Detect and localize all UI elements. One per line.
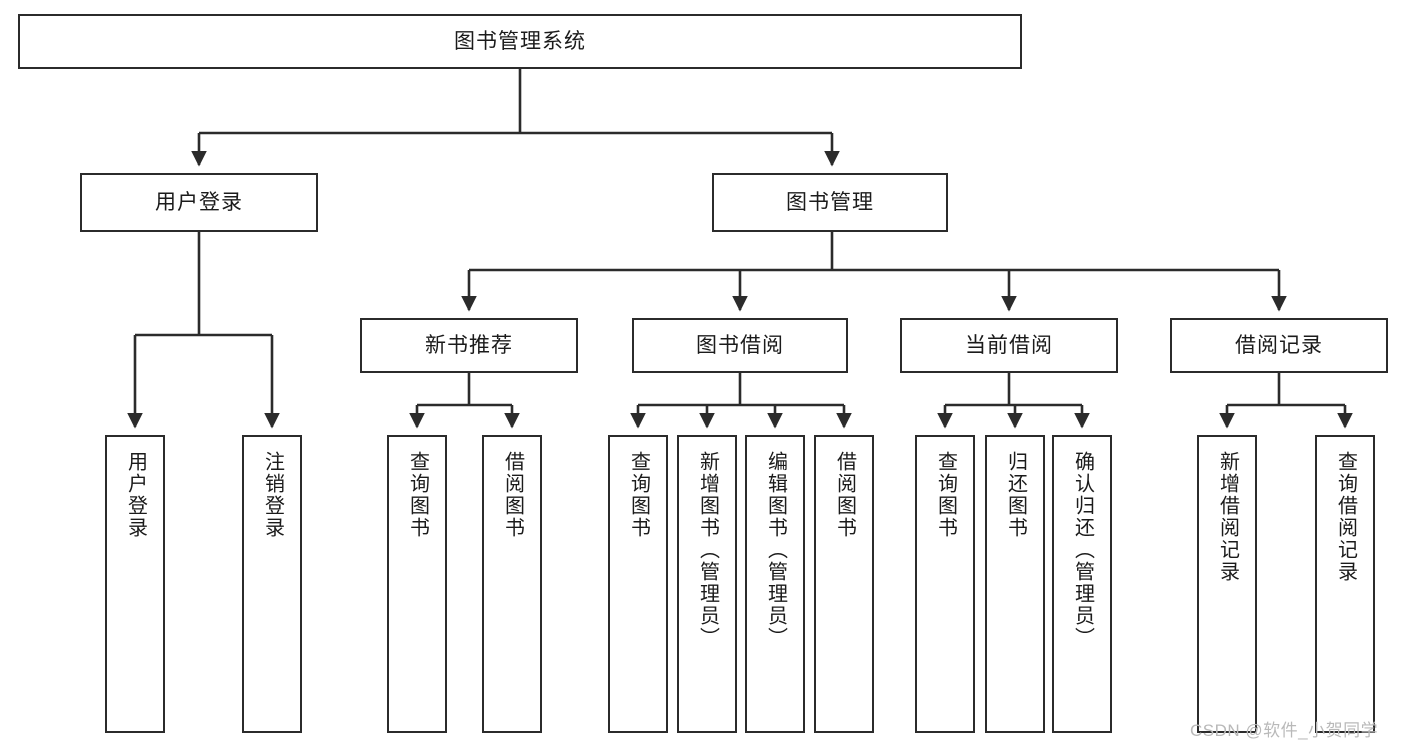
leaf-confirm-return-admin-label: 确认归还（管理员） [1071, 451, 1094, 649]
node-current-borrow-label: 当前借阅 [965, 333, 1053, 357]
leaf-add-borrow-record[interactable]: 新增借阅记录 [1197, 435, 1257, 733]
leaf-query-book-current-label: 查询图书 [934, 451, 957, 539]
node-root[interactable]: 图书管理系统 [18, 14, 1022, 69]
leaf-edit-book-admin-label: 编辑图书（管理员） [764, 451, 787, 649]
node-borrow-record[interactable]: 借阅记录 [1170, 318, 1388, 373]
leaf-borrow-book-newbook-label: 借阅图书 [501, 451, 524, 539]
leaf-add-borrow-record-label: 新增借阅记录 [1216, 451, 1239, 583]
node-book-borrow-label: 图书借阅 [696, 333, 784, 357]
leaf-query-book-newbook-label: 查询图书 [406, 451, 429, 539]
leaf-borrow-book[interactable]: 借阅图书 [814, 435, 874, 733]
leaf-borrow-book-newbook[interactable]: 借阅图书 [482, 435, 542, 733]
node-new-book-recommend[interactable]: 新书推荐 [360, 318, 578, 373]
leaf-return-book[interactable]: 归还图书 [985, 435, 1045, 733]
node-new-book-recommend-label: 新书推荐 [425, 333, 513, 357]
node-user-login-label: 用户登录 [155, 190, 243, 214]
leaf-user-login[interactable]: 用户登录 [105, 435, 165, 733]
leaf-borrow-book-label: 借阅图书 [833, 451, 856, 539]
leaf-user-login-label: 用户登录 [124, 451, 147, 539]
leaf-query-book-current[interactable]: 查询图书 [915, 435, 975, 733]
leaf-add-book-admin-label: 新增图书（管理员） [696, 451, 719, 649]
leaf-confirm-return-admin[interactable]: 确认归还（管理员） [1052, 435, 1112, 733]
leaf-query-book-newbook[interactable]: 查询图书 [387, 435, 447, 733]
leaf-logout[interactable]: 注销登录 [242, 435, 302, 733]
leaf-query-book-borrow-label: 查询图书 [627, 451, 650, 539]
node-book-management[interactable]: 图书管理 [712, 173, 948, 232]
leaf-query-borrow-record[interactable]: 查询借阅记录 [1315, 435, 1375, 733]
node-root-label: 图书管理系统 [454, 29, 586, 53]
node-current-borrow[interactable]: 当前借阅 [900, 318, 1118, 373]
leaf-return-book-label: 归还图书 [1004, 451, 1027, 539]
node-borrow-record-label: 借阅记录 [1235, 333, 1323, 357]
leaf-edit-book-admin[interactable]: 编辑图书（管理员） [745, 435, 805, 733]
node-user-login[interactable]: 用户登录 [80, 173, 318, 232]
node-book-management-label: 图书管理 [786, 190, 874, 214]
leaf-query-borrow-record-label: 查询借阅记录 [1334, 451, 1357, 583]
leaf-logout-label: 注销登录 [261, 451, 284, 539]
leaf-query-book-borrow[interactable]: 查询图书 [608, 435, 668, 733]
node-book-borrow[interactable]: 图书借阅 [632, 318, 848, 373]
leaf-add-book-admin[interactable]: 新增图书（管理员） [677, 435, 737, 733]
csdn-watermark: CSDN @软件_小贺同学 [1190, 721, 1379, 740]
